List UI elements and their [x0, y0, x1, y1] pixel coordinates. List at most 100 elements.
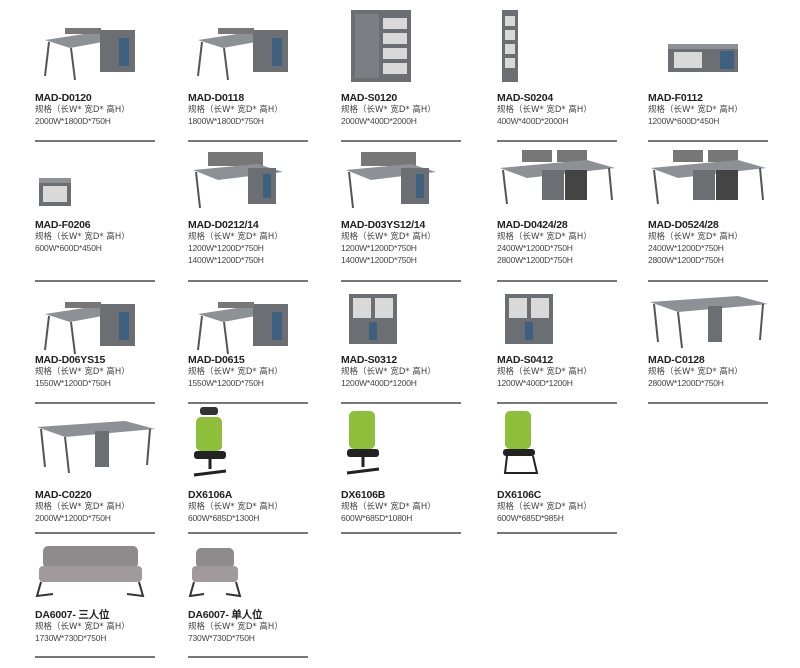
single-sofa-image: [188, 548, 242, 598]
spec-label: 规格（长W* 宽D* 高H）: [648, 367, 743, 377]
product-name: MAD-S0312: [341, 354, 397, 366]
spec-label: 规格（长W* 宽D* 高H）: [497, 105, 592, 115]
meeting-table-image: [650, 296, 768, 349]
product-name: MAD-C0128: [648, 354, 705, 366]
product-dimensions: 2000W*400D*2000H: [341, 116, 417, 126]
spec-label: 规格（长W* 宽D* 高H）: [35, 105, 130, 115]
product-name: MAD-D03YS12/14: [341, 219, 426, 231]
product-dimensions: 730W*730D*750H: [188, 633, 255, 643]
divider: [341, 140, 461, 142]
product-dimensions: 1400W*1200D*750H: [188, 254, 264, 265]
spec-label: 规格（长W* 宽D* 高H）: [188, 105, 283, 115]
product-dimensions: 2000W*1800D*750H: [35, 116, 111, 126]
product-dimensions: 2800W*1200D*750H: [648, 378, 724, 388]
product-name: MAD-F0206: [35, 219, 91, 231]
divider: [35, 402, 155, 404]
desk-with-cabinet-image: [44, 302, 135, 355]
divider: [648, 402, 768, 404]
meeting-table-image: [37, 421, 155, 474]
low-cabinet-image: [668, 44, 738, 72]
three-seat-sofa-image: [35, 546, 145, 598]
spec-label: 规格（长W* 宽D* 高H）: [341, 367, 436, 377]
desk-with-cabinet-image: [197, 28, 288, 81]
product-name: DX6106C: [497, 489, 542, 501]
product-dimensions: 2800W*1200D*750H: [648, 254, 724, 265]
divider: [648, 140, 768, 142]
mid-cabinet-image: [505, 294, 553, 344]
workstation-image: [346, 152, 436, 209]
spec-label: 规格（长W* 宽D* 高H）: [648, 105, 743, 115]
product-dimensions: 1200W*400D*1200H: [497, 378, 573, 388]
product-name: MAD-D0524/28: [648, 219, 719, 231]
divider: [648, 280, 768, 282]
tall-bookcase-image: [351, 10, 411, 82]
divider: [35, 532, 155, 534]
product-dimensions: 2400W*1200D*750H: [497, 243, 573, 253]
spec-label: 规格（长W* 宽D* 高H）: [188, 367, 283, 377]
divider: [188, 140, 308, 142]
spec-label: 规格（长W* 宽D* 高H）: [188, 622, 283, 632]
divider: [497, 280, 617, 282]
product-name: MAD-D0424/28: [497, 219, 568, 231]
product-dimensions: 1730W*730D*750H: [35, 633, 107, 643]
spec-label: 规格（长W* 宽D* 高H）: [341, 232, 436, 242]
divider: [35, 280, 155, 282]
spec-label: 规格（长W* 宽D* 高H）: [35, 502, 130, 512]
workstation-4-image: [651, 150, 766, 205]
spec-label: 规格（长W* 宽D* 高H）: [188, 502, 283, 512]
mid-cabinet-image: [349, 294, 397, 344]
product-dimensions: 1550W*1200D*750H: [188, 378, 264, 388]
product-dimensions: 600W*685D*1300H: [188, 513, 260, 523]
divider: [341, 402, 461, 404]
product-dimensions: 1800W*1800D*750H: [188, 116, 264, 126]
product-name: DA6007- 三人位: [35, 609, 110, 621]
divider: [497, 402, 617, 404]
desk-with-cabinet-image: [44, 28, 135, 81]
product-dimensions: 1200W*1200D*750H: [188, 243, 264, 253]
product-name: MAD-D0615: [188, 354, 245, 366]
divider: [188, 280, 308, 282]
divider: [188, 532, 308, 534]
product-dimensions: 1400W*1200D*750H: [341, 254, 417, 265]
spec-label: 规格（长W* 宽D* 高H）: [497, 502, 592, 512]
product-name: DX6106B: [341, 489, 386, 501]
workstation-image: [193, 152, 283, 209]
divider: [188, 402, 308, 404]
visitor-chair-image: [503, 411, 539, 474]
product-dimensions: 600W*685D*1080H: [341, 513, 413, 523]
product-name: MAD-C0220: [35, 489, 92, 501]
product-name: MAD-F0112: [648, 92, 703, 104]
office-chair-headrest-image: [193, 407, 227, 477]
product-dimensions: 600W*600D*450H: [35, 243, 102, 253]
product-dimensions: 2800W*1200D*750H: [497, 254, 573, 265]
narrow-shelf-image: [502, 10, 518, 82]
product-dimensions: 400W*400D*2000H: [497, 116, 569, 126]
divider: [188, 656, 308, 658]
product-dimensions: 2400W*1200D*750H: [648, 243, 724, 253]
divider: [35, 140, 155, 142]
product-name: DA6007- 单人位: [188, 609, 263, 621]
divider: [341, 532, 461, 534]
workstation-4-image: [500, 150, 615, 205]
desk-with-cabinet-image: [197, 302, 288, 355]
spec-label: 规格（长W* 宽D* 高H）: [497, 367, 592, 377]
product-name: DX6106A: [188, 489, 233, 501]
spec-label: 规格（长W* 宽D* 高H）: [35, 232, 130, 242]
product-name: MAD-D06YS15: [35, 354, 106, 366]
side-cabinet-image: [39, 178, 71, 206]
divider: [497, 532, 617, 534]
spec-label: 规格（长W* 宽D* 高H）: [35, 622, 130, 632]
spec-label: 规格（长W* 宽D* 高H）: [341, 105, 436, 115]
product-name: MAD-D0212/14: [188, 219, 259, 231]
product-name: MAD-S0412: [497, 354, 553, 366]
product-name: MAD-S0204: [497, 92, 553, 104]
spec-label: 规格（长W* 宽D* 高H）: [648, 232, 743, 242]
product-name: MAD-S0120: [341, 92, 397, 104]
office-chair-image: [346, 411, 380, 475]
product-name: MAD-D0120: [35, 92, 92, 104]
spec-label: 规格（长W* 宽D* 高H）: [497, 232, 592, 242]
product-name: MAD-D0118: [188, 92, 244, 104]
product-dimensions: 600W*685D*985H: [497, 513, 564, 523]
product-dimensions: 2000W*1200D*750H: [35, 513, 111, 523]
